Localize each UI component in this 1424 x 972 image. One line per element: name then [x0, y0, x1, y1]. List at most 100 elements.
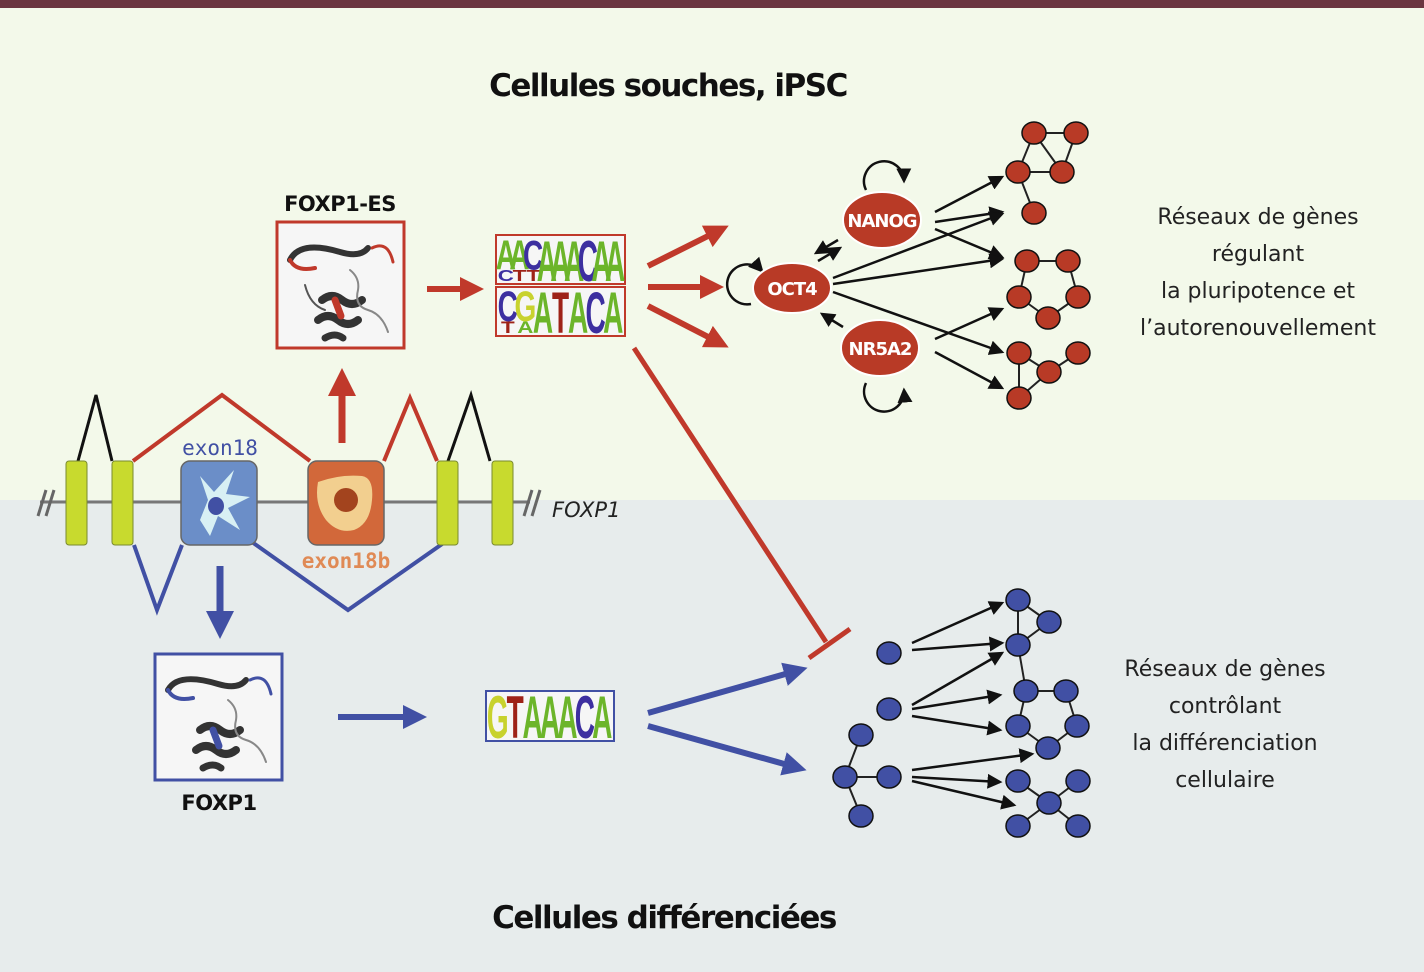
graph-node — [876, 697, 902, 721]
motif-letter: G — [514, 283, 536, 330]
graph-node — [1063, 121, 1089, 145]
splice-junction-constitutive-right — [446, 390, 492, 462]
motif-letter: C — [578, 229, 598, 294]
motif-letter: A — [605, 229, 625, 294]
graph-node — [1055, 249, 1081, 273]
arrow-to-diff-network-1 — [647, 662, 808, 716]
gene-structure: FOXP1 exon18 exon18b — [36, 390, 620, 616]
inhibition-line — [631, 346, 829, 644]
differentiation-networks — [832, 588, 1091, 838]
exon-box — [436, 460, 459, 546]
motif-letter: C — [575, 684, 595, 751]
nanog-label: NANOG — [847, 211, 916, 232]
motif-letter: T — [552, 279, 569, 345]
oct4-self-loop-icon — [725, 256, 764, 306]
regulation-arrow — [911, 651, 1005, 707]
pluripotency-target-networks — [1005, 121, 1091, 410]
graph-node — [832, 765, 858, 789]
motif-letter: G — [487, 684, 509, 751]
regulation-arrow — [911, 779, 1017, 810]
graph-node — [876, 641, 902, 665]
splice-junction-es-1 — [131, 392, 312, 463]
diff-target-network-1 — [1005, 588, 1090, 760]
exon-box — [491, 460, 514, 546]
gene-name: FOXP1 — [552, 498, 620, 522]
graph-node — [1005, 714, 1031, 738]
motif-letter: C — [586, 279, 606, 345]
graph-node — [848, 723, 874, 747]
exon18-box — [180, 460, 258, 546]
motif-letter: T — [501, 319, 515, 337]
break-mark-left — [36, 489, 56, 517]
graph-node — [1036, 791, 1062, 815]
differentiated-cell-icon — [200, 470, 250, 536]
motif-letter: C — [523, 233, 543, 279]
motif-letter: C — [498, 283, 518, 330]
motif-letter: A — [592, 684, 612, 751]
arrow-to-nanog-targets — [646, 225, 729, 269]
regulation-arrow — [911, 636, 1005, 652]
nr5a2-self-loop-icon — [862, 382, 913, 413]
motif-letter: A — [603, 279, 623, 345]
diff-network-description: Réseaux de gènes contrôlant la différenc… — [1124, 657, 1325, 793]
target-network-2 — [1006, 249, 1091, 330]
protein-structure-icon — [287, 244, 395, 342]
graph-node — [1065, 341, 1091, 365]
description-line: l’autorenouvellement — [1140, 316, 1376, 341]
motif-letter: T — [507, 684, 524, 751]
stem-cell-title: Cellules souches, iPSC — [489, 68, 847, 104]
motif-letter: A — [509, 233, 529, 279]
top-bar — [0, 0, 1424, 8]
motif-letter: A — [557, 684, 577, 751]
diff-single-node-1 — [876, 641, 902, 665]
graph-node — [1013, 679, 1039, 703]
description-line: la pluripotence et — [1161, 279, 1355, 304]
graph-node — [1049, 160, 1075, 184]
oct4-node: OCT4 — [752, 262, 832, 314]
graph-node — [1014, 249, 1040, 273]
exon18-label: exon18 — [182, 436, 258, 460]
nr5a2-label: NR5A2 — [849, 339, 912, 360]
motif-letter: A — [537, 229, 557, 294]
foxp1-es-label: FOXP1-ES — [284, 192, 396, 216]
diff-target-network-2 — [1005, 769, 1091, 838]
motif-letter: A — [517, 319, 533, 337]
graph-node — [848, 804, 874, 828]
splice-junction-es-2 — [382, 392, 439, 462]
regulation-arrow — [911, 748, 1035, 772]
motif-letter: A — [550, 229, 570, 294]
motif-letter: A — [568, 279, 588, 345]
foxp1-label: FOXP1 — [181, 791, 256, 815]
graph-node — [1005, 769, 1031, 793]
differentiated-cell-title: Cellules différenciées — [492, 900, 836, 936]
description-line: la différenciation — [1132, 731, 1317, 756]
graph-node — [1005, 160, 1031, 184]
motif-letter: C — [498, 267, 514, 285]
motif-letter: A — [522, 684, 542, 751]
description-line: cellulaire — [1175, 768, 1275, 793]
protein-structure-icon — [165, 676, 273, 772]
oct4-label: OCT4 — [767, 279, 817, 300]
regulation-arrow — [911, 714, 1003, 736]
motif-letter: A — [591, 229, 611, 294]
motif-letter: A — [533, 279, 553, 345]
motif-letter: A — [540, 684, 560, 751]
graph-node — [1006, 341, 1032, 365]
arrow-to-nr5a2-targets — [646, 303, 729, 348]
graph-node — [1065, 814, 1091, 838]
stem-cell-region — [0, 8, 1424, 500]
motif-letter: T — [513, 267, 527, 285]
motif-letter: A — [564, 229, 584, 294]
graph-node — [1005, 588, 1031, 612]
graph-node — [1065, 769, 1091, 793]
diff-tree-network — [832, 723, 902, 828]
splice-junction-diff-2 — [250, 540, 447, 613]
graph-node — [1035, 306, 1061, 330]
diff-single-node-2 — [876, 697, 902, 721]
graph-node — [1006, 285, 1032, 309]
exon18b-box — [307, 460, 385, 546]
